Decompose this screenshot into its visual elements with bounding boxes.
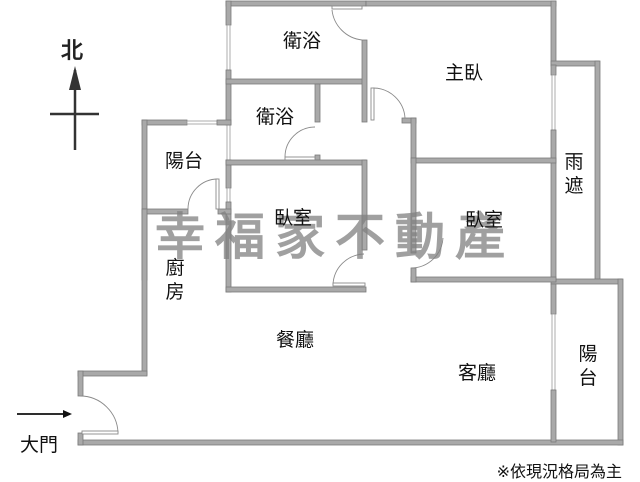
room-label-bedroom-east: 臥室 (465, 209, 504, 231)
room-label-dining: 餐廳 (276, 329, 315, 351)
room-label-master-bedroom: 主臥 (445, 62, 484, 84)
room-label-bath-mid: 衛浴 (256, 106, 295, 128)
room-label-canopy: 雨 遮 (564, 151, 584, 197)
entry-arrow-icon (17, 410, 72, 418)
room-label-kitchen: 廚 房 (165, 257, 185, 303)
room-label-living: 客廳 (458, 362, 497, 384)
room-label-bedroom-mid: 臥室 (274, 207, 313, 229)
doors (79, 5, 444, 435)
walls (77, 0, 624, 446)
room-label-balcony-west: 陽台 (165, 150, 204, 172)
room-label-bath-top: 衛浴 (283, 30, 322, 52)
compass-label: 北 (61, 39, 84, 64)
north-arrow-icon (50, 66, 99, 150)
watermark: 幸福家不動產 (155, 208, 515, 266)
layout-disclaimer: ※依現況格局為主 (496, 462, 622, 481)
entrance-label: 大門 (20, 434, 59, 456)
room-label-balcony-east: 陽 台 (578, 343, 598, 389)
